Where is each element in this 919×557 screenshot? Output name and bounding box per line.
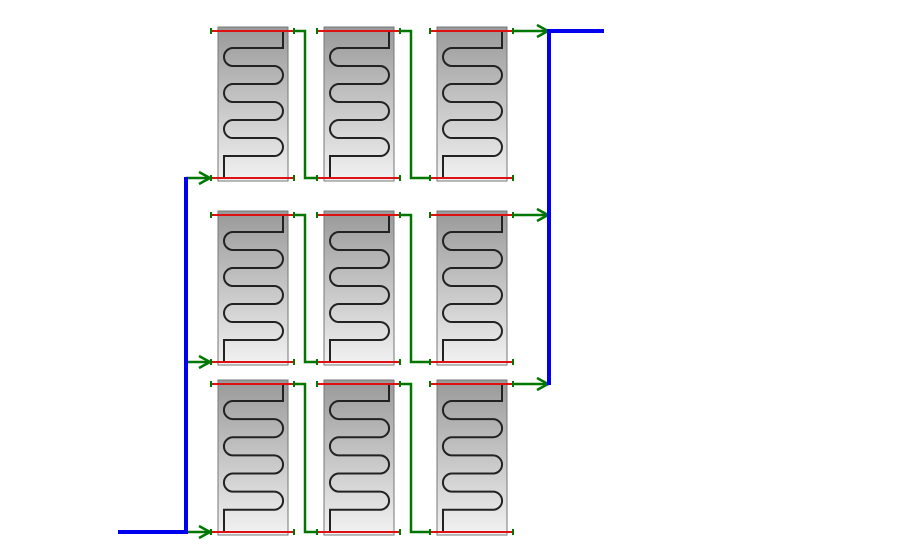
serpentine-tube <box>329 31 390 178</box>
serpentine-tube <box>329 215 390 362</box>
solar-collector <box>210 379 295 536</box>
serpentine-tube <box>222 384 285 532</box>
flow-arrow-icon <box>198 170 213 186</box>
solar-collector <box>210 210 295 366</box>
serpentine-tube <box>223 31 284 178</box>
serpentine-tube <box>223 215 284 362</box>
series-connector-pipe <box>294 213 317 364</box>
series-connector-pipe <box>400 29 430 180</box>
solar-collector <box>429 379 514 536</box>
series-connector-pipe <box>400 213 430 364</box>
series-connector-pipe <box>400 382 430 534</box>
return-main-pipe <box>547 29 604 385</box>
solar-collector <box>316 26 401 182</box>
solar-collector <box>429 26 514 182</box>
flow-arrow-icon <box>198 524 213 540</box>
solar-collector <box>210 26 295 182</box>
solar-collector <box>316 379 401 536</box>
serpentine-tube <box>441 384 504 532</box>
flow-arrow-icon <box>198 354 213 370</box>
solar-collector <box>429 210 514 366</box>
serpentine-tube <box>442 31 503 178</box>
solar-collector <box>316 210 401 366</box>
series-connector-pipe <box>294 382 317 534</box>
serpentine-tube <box>442 215 503 362</box>
series-connector-pipe <box>294 29 317 180</box>
serpentine-tube <box>328 384 391 532</box>
supply-main-pipe <box>118 177 188 534</box>
